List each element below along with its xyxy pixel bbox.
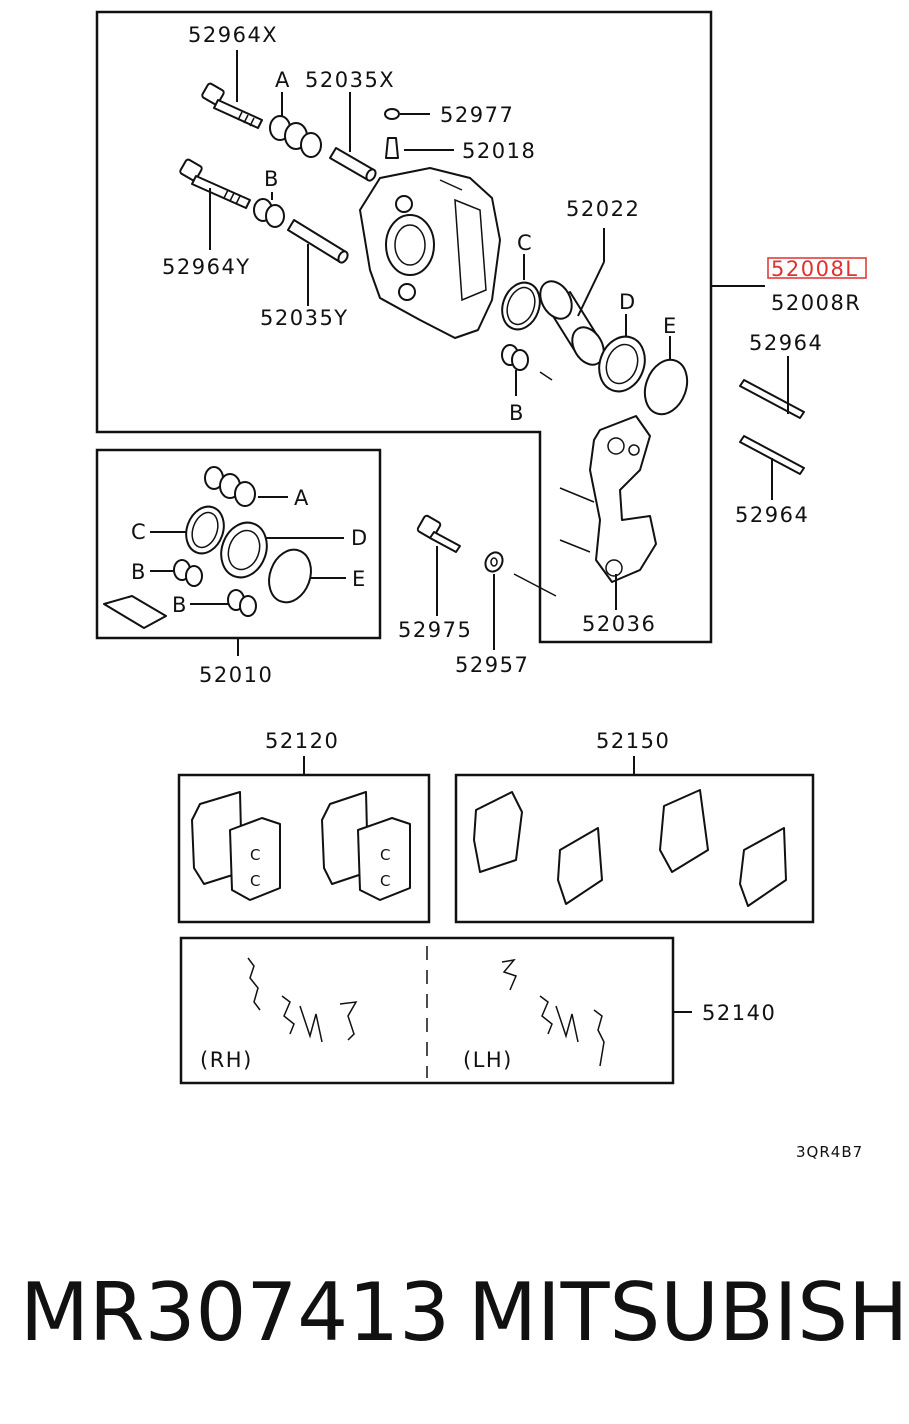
svg-text:C: C bbox=[380, 846, 391, 864]
letter-b-kit1: B bbox=[131, 560, 147, 584]
grease-pack-icon bbox=[103, 595, 167, 629]
bushing-b-icon bbox=[501, 344, 529, 371]
label-52035y: 52035Y bbox=[260, 306, 349, 330]
label-52008r: 52008R bbox=[771, 291, 861, 315]
letter-b-mid: B bbox=[509, 401, 525, 425]
svg-text:C: C bbox=[380, 872, 391, 890]
guide-pin-52035y-icon bbox=[287, 219, 349, 264]
kit-bushing-b1-icon bbox=[173, 559, 203, 587]
label-lh: (LH) bbox=[463, 1048, 513, 1072]
spring-kit-frame bbox=[179, 936, 675, 1085]
kit-boot-d-icon bbox=[220, 521, 268, 579]
label-52964-upper: 52964 bbox=[749, 331, 823, 355]
label-52010: 52010 bbox=[199, 663, 273, 687]
letter-b-kit2: B bbox=[172, 593, 188, 617]
piston-52022-icon bbox=[539, 280, 605, 366]
letter-c-top: C bbox=[517, 231, 533, 255]
label-52036: 52036 bbox=[582, 612, 656, 636]
label-52120: 52120 bbox=[265, 729, 339, 753]
support-bracket-52036-icon bbox=[589, 415, 657, 583]
letter-b-top: B bbox=[264, 167, 280, 191]
dust-boot-d-icon bbox=[598, 335, 646, 393]
pin-52964-lower-icon bbox=[739, 435, 805, 475]
letter-a-top: A bbox=[275, 68, 291, 92]
kit-bushing-b2-icon bbox=[227, 589, 257, 617]
pin-boot-b-icon bbox=[253, 198, 285, 228]
label-52018: 52018 bbox=[462, 139, 536, 163]
label-52964-lower: 52964 bbox=[735, 503, 809, 527]
highlight-box-52008l bbox=[767, 257, 867, 279]
pin-52964-upper-icon bbox=[739, 379, 805, 419]
pin-boot-a-icon bbox=[269, 115, 322, 158]
svg-text:C: C bbox=[250, 872, 261, 890]
brake-pad-lh-icon: C C bbox=[321, 791, 411, 901]
shim-4-icon bbox=[739, 827, 787, 907]
label-52964y: 52964Y bbox=[162, 255, 251, 279]
label-52140: 52140 bbox=[702, 1001, 776, 1025]
letter-c-kit: C bbox=[131, 520, 147, 544]
brand-name: MITSUBISHI bbox=[468, 1266, 909, 1359]
letter-e-kit: E bbox=[352, 567, 367, 591]
bolt-52964x-icon bbox=[201, 82, 263, 129]
label-52975: 52975 bbox=[398, 618, 472, 642]
shim-3-icon bbox=[659, 789, 709, 873]
label-52022: 52022 bbox=[566, 197, 640, 221]
label-52035x: 52035X bbox=[305, 68, 395, 92]
drawing-code: 3QR4B7 bbox=[796, 1143, 863, 1161]
springs-lh-icon bbox=[501, 958, 605, 1067]
kit-boot-a-icon bbox=[204, 466, 256, 507]
kit-seal-c-icon bbox=[185, 505, 225, 555]
label-52964x: 52964X bbox=[188, 23, 278, 47]
letter-a-kit: A bbox=[294, 486, 310, 510]
label-52977: 52977 bbox=[440, 103, 514, 127]
svg-text:C: C bbox=[250, 846, 261, 864]
shim-2-icon bbox=[557, 827, 603, 905]
letter-e-top: E bbox=[663, 314, 678, 338]
piston-seal-c-icon bbox=[501, 281, 541, 331]
label-rh: (RH) bbox=[200, 1048, 253, 1072]
ring-e-icon bbox=[643, 358, 689, 416]
label-52957: 52957 bbox=[455, 653, 529, 677]
bolt-52975-icon bbox=[416, 514, 461, 553]
bolt-52964y-icon bbox=[179, 158, 251, 209]
label-52150: 52150 bbox=[596, 729, 670, 753]
label-52008l: 52008L bbox=[771, 257, 859, 281]
letter-d-top: D bbox=[619, 290, 637, 314]
brake-pad-rh-icon: C C bbox=[191, 791, 281, 901]
letter-d-kit: D bbox=[351, 526, 369, 550]
caliper-body-icon bbox=[359, 167, 501, 339]
part-number: MR307413 bbox=[20, 1266, 450, 1359]
caliper-assembly-frame bbox=[95, 10, 713, 644]
springs-rh-icon bbox=[247, 957, 358, 1043]
guide-pin-52035x-icon bbox=[329, 147, 377, 182]
washer-52957-icon bbox=[484, 551, 504, 573]
shim-1-icon bbox=[473, 791, 523, 873]
kit-ring-e-icon bbox=[268, 548, 312, 604]
bleeder-cap-52977-icon bbox=[384, 108, 400, 159]
